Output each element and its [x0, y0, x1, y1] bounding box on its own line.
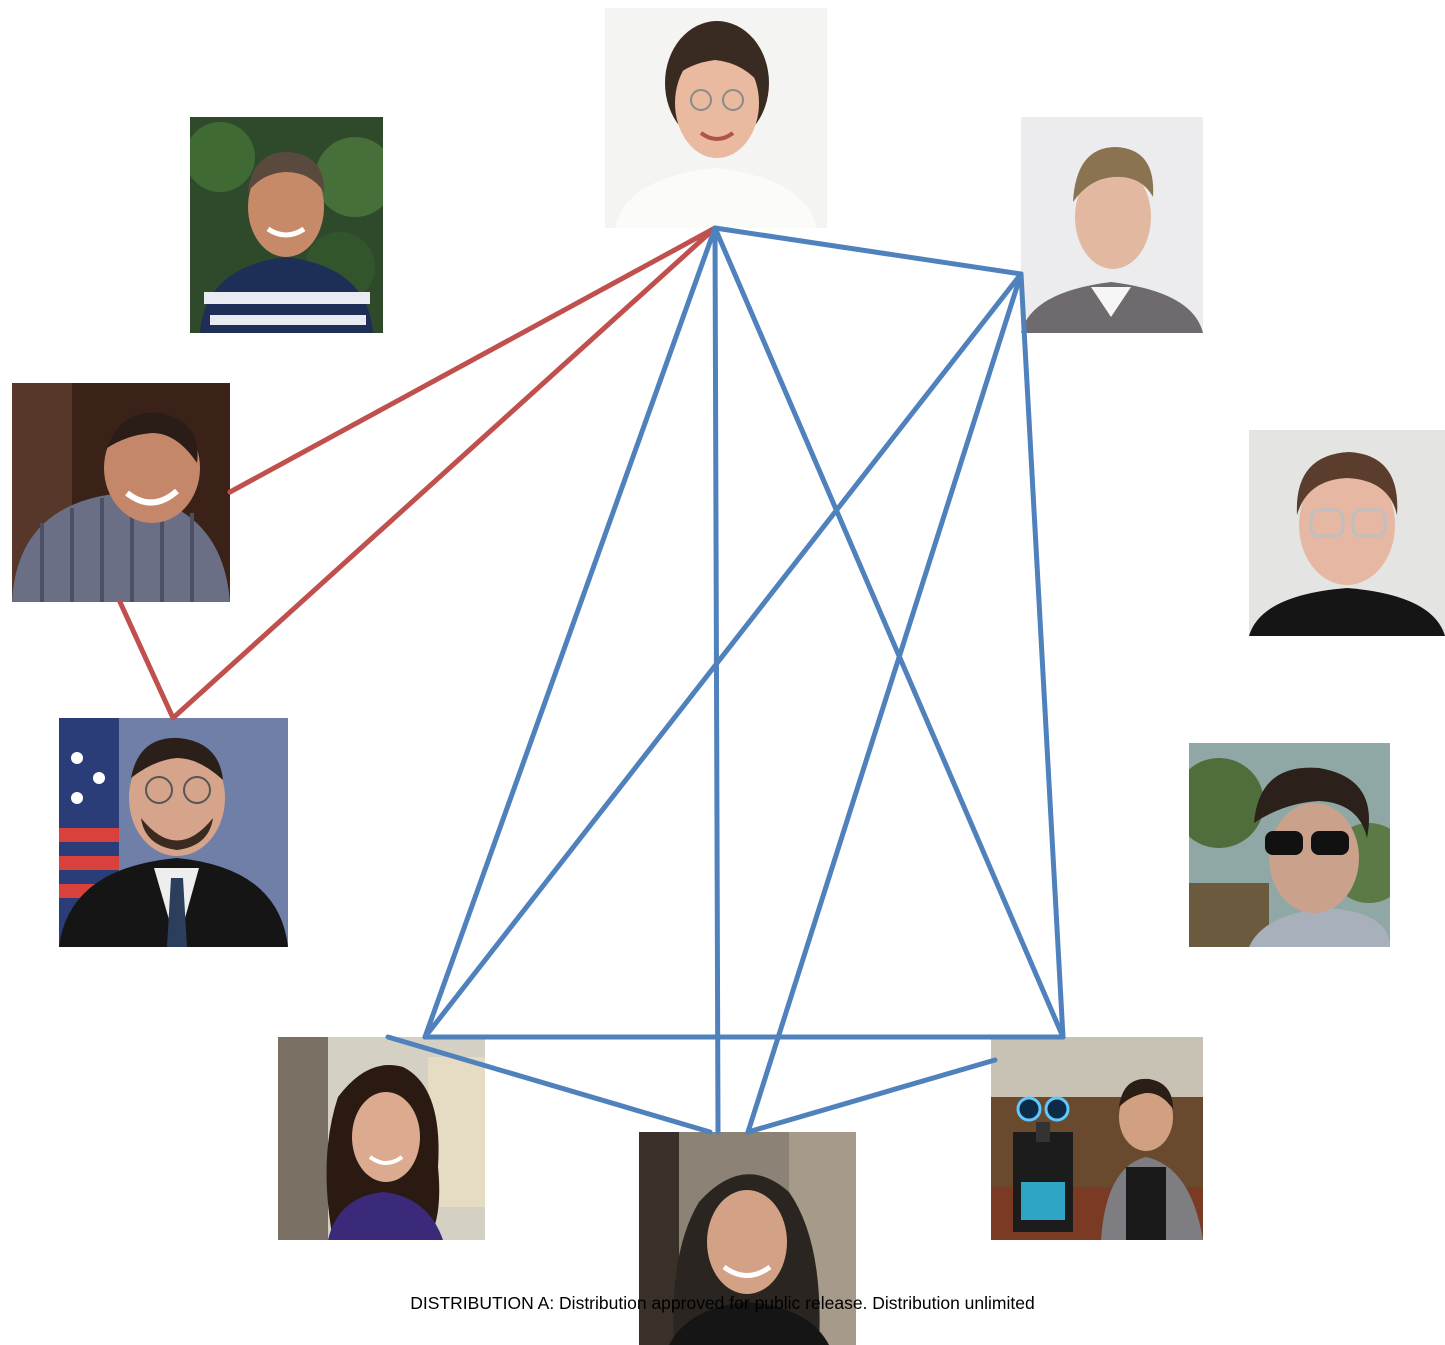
edge-top-right-to-bottom-left — [422, 271, 1024, 1040]
edge-bottom-right-to-bottom-center — [745, 1057, 998, 1135]
portrait-woman-short-dark-hair-icon — [605, 8, 827, 228]
photo-bottom-left — [278, 1037, 485, 1240]
portrait-man-glasses-suit-flag-icon — [59, 718, 288, 947]
edge-top-right-to-bottom-center — [745, 271, 1024, 1135]
photo-top-left — [190, 117, 383, 333]
photo-mid-left — [12, 383, 230, 602]
portrait-man-clear-glasses-icon — [1249, 430, 1445, 636]
portrait-woman-long-dark-hair-icon — [278, 1037, 485, 1240]
edge-top-right-to-bottom-right — [1018, 271, 1066, 1040]
portrait-man-striped-polo-icon — [190, 117, 383, 333]
portrait-woman-curly-hair-icon — [639, 1132, 856, 1345]
edge-top-center-to-top-right — [712, 225, 1024, 277]
distribution-statement: DISTRIBUTION A: Distribution approved fo… — [410, 1293, 1035, 1313]
photo-right-lower — [1189, 743, 1390, 947]
photo-bottom-center — [639, 1132, 856, 1345]
edge-top-center-to-bottom-right — [712, 225, 1066, 1040]
edge-group — [117, 225, 1066, 1135]
edge-top-center-to-bottom-left — [422, 225, 718, 1040]
edge-mid-left-to-lower-left — [117, 599, 176, 721]
photo-top-center — [605, 8, 827, 228]
edge-top-center-to-bottom-center — [712, 225, 721, 1135]
portrait-man-with-robot-icon — [991, 1037, 1203, 1240]
photo-lower-left — [59, 718, 288, 947]
photo-right-upper — [1249, 430, 1445, 636]
portrait-young-man-light-hair-icon — [1021, 117, 1203, 333]
photo-top-right — [1021, 117, 1203, 333]
photo-bottom-right — [991, 1037, 1203, 1240]
portrait-man-plaid-shirt-icon — [12, 383, 230, 602]
portrait-man-sunglasses-curly-icon — [1189, 743, 1390, 947]
